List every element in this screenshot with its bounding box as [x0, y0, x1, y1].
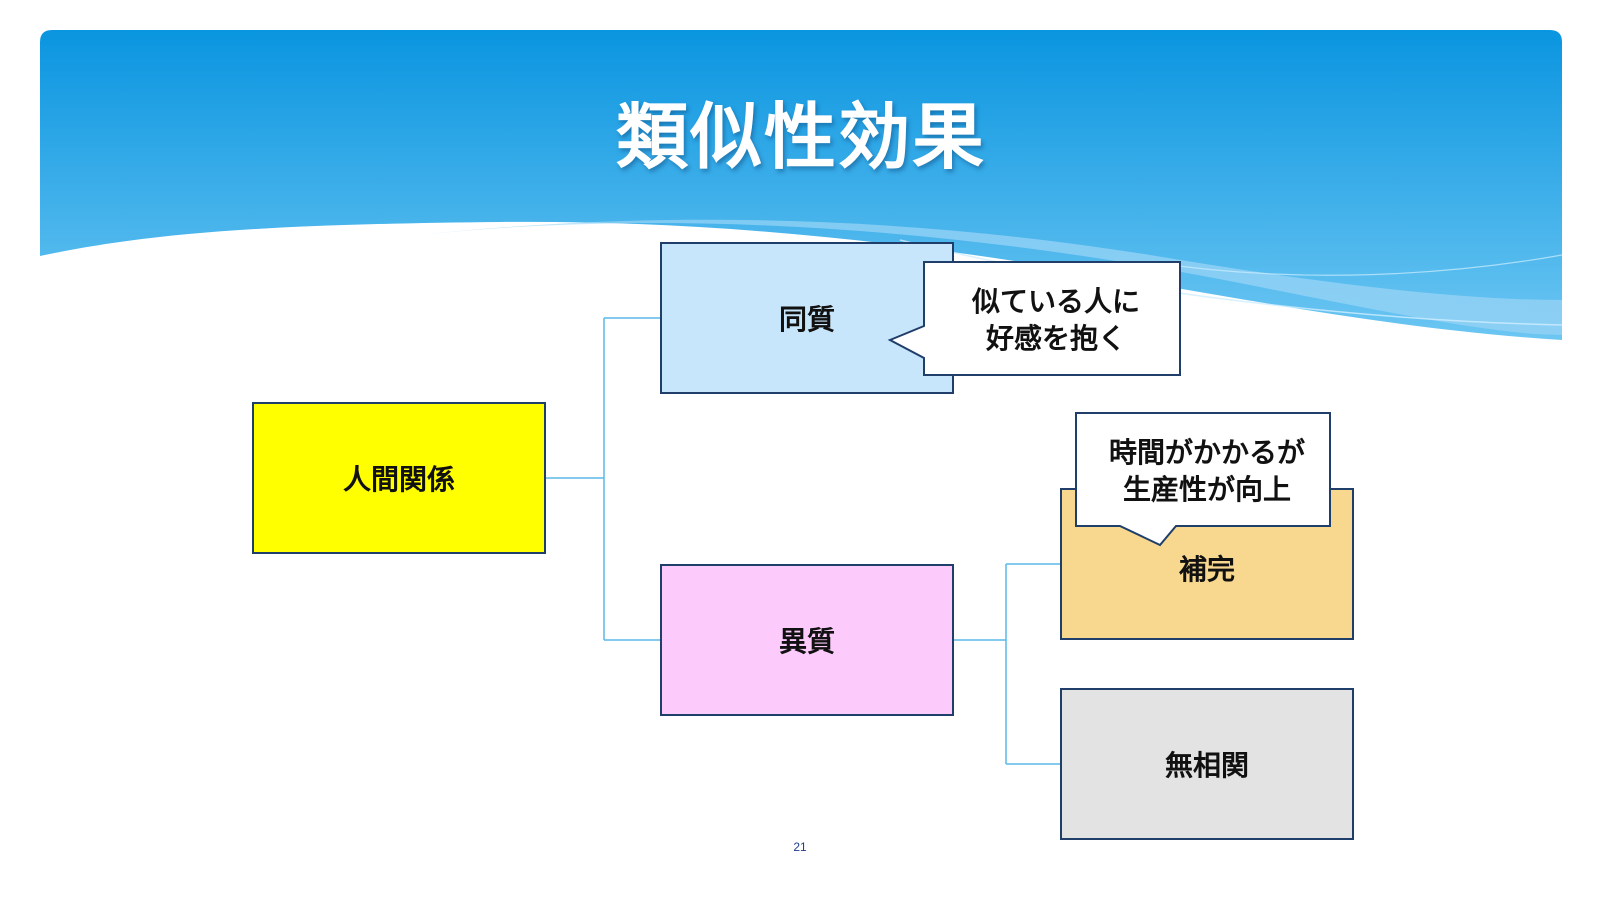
callout-homogeneous-bubble: [887, 261, 1181, 376]
node-heterogeneous: 異質: [660, 564, 954, 716]
callout-homogeneous-line1: 似ている人に: [971, 285, 1140, 318]
callout-homogeneous-text: 似ている人に 好感を抱く: [928, 283, 1184, 357]
node-heterogeneous-label: 異質: [778, 625, 835, 658]
header-wave: [420, 219, 1562, 335]
node-human-relations-label: 人間関係: [342, 463, 455, 496]
node-uncorrelated: 無相関: [1060, 688, 1354, 840]
node-complementary-label: 補完: [1178, 553, 1235, 586]
callout-complementary-line1: 時間がかかるが: [1108, 436, 1305, 469]
header-wave-line-2: [1149, 254, 1563, 276]
node-human-relations: 人間関係: [252, 402, 546, 554]
callout-complementary-line2: 生産性が向上: [1122, 473, 1291, 506]
callout-complementary-bubble: [1075, 412, 1331, 547]
page-number: 21: [793, 840, 807, 854]
node-homogeneous: 同質: [660, 242, 954, 394]
callout-complementary-text: 時間がかかるが 生産性が向上: [1080, 434, 1334, 508]
node-uncorrelated-label: 無相関: [1164, 749, 1249, 782]
node-homogeneous-label: 同質: [778, 303, 835, 336]
callout-homogeneous-line2: 好感を抱く: [985, 322, 1126, 355]
slide-title: 類似性効果: [615, 94, 986, 179]
header-wave-line: [899, 239, 1563, 326]
